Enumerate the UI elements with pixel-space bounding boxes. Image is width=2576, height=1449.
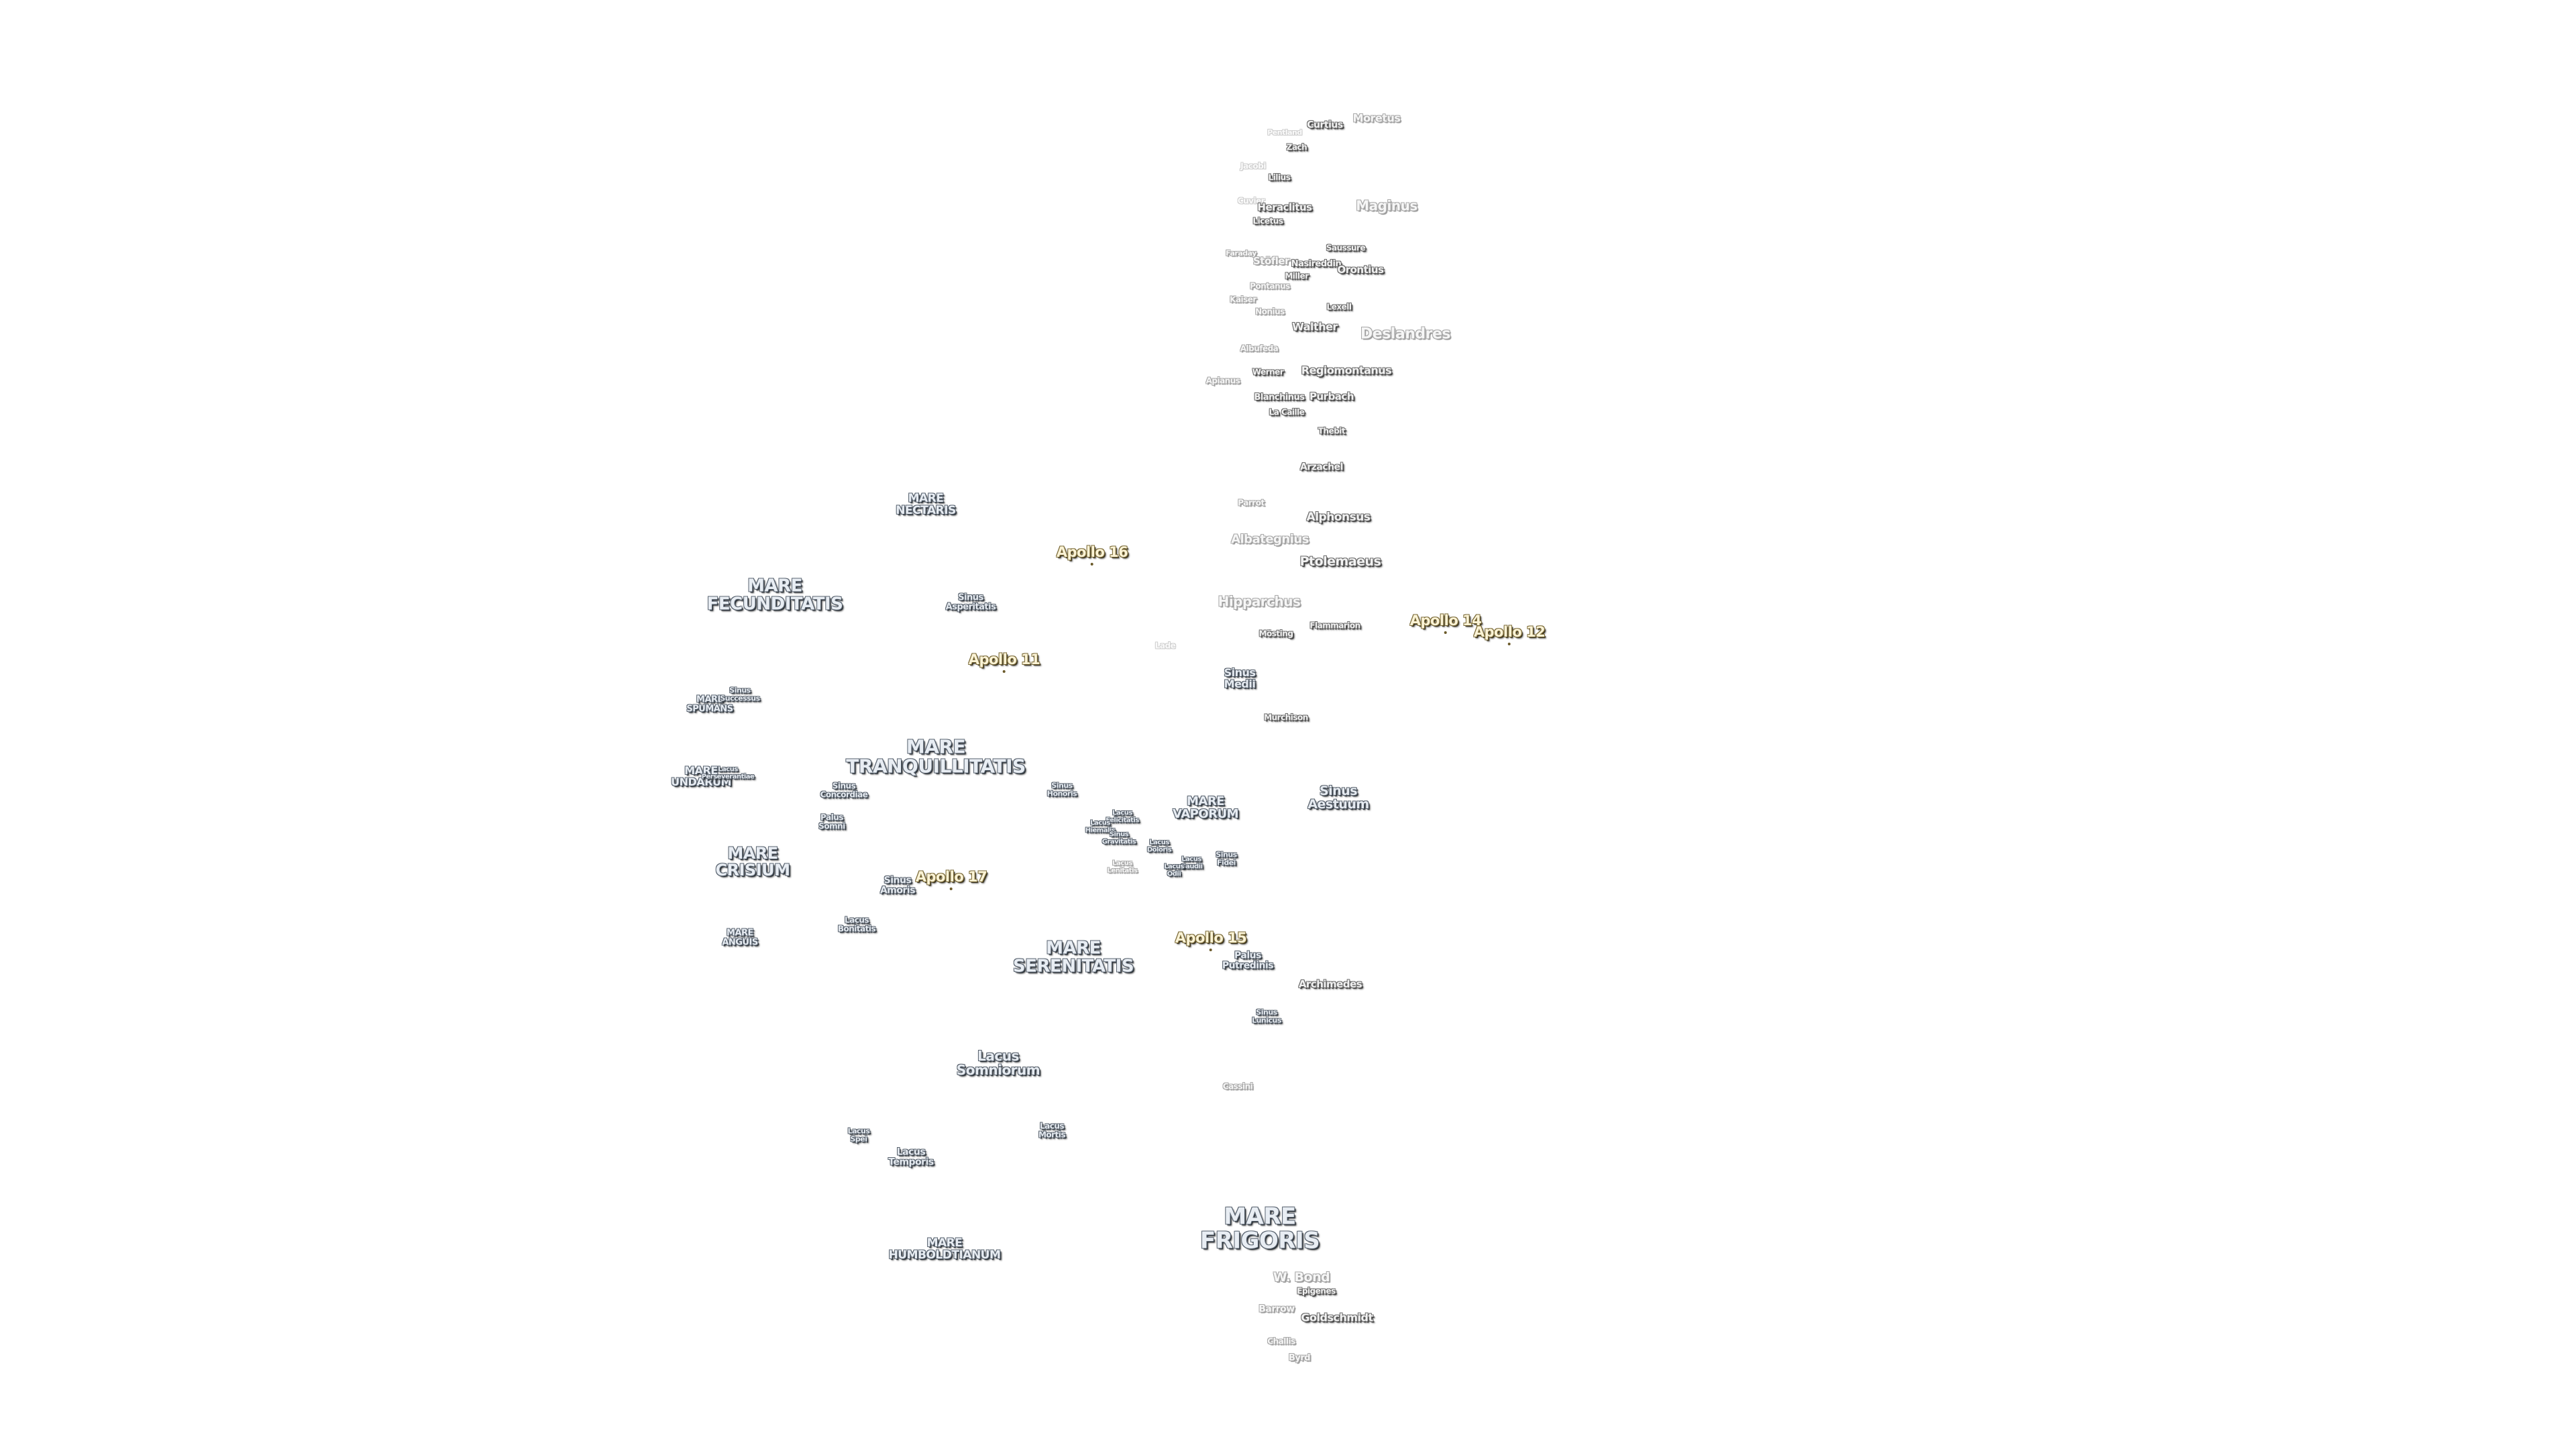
crater-jacobi-label: Jacobi xyxy=(1240,161,1266,171)
crater-flammarion-label: Flammarion xyxy=(1309,621,1360,631)
crater-werner-label: Werner xyxy=(1252,367,1284,377)
crater-alphonsus-label: Alphonsus xyxy=(1306,511,1371,525)
sinus-medii-label: Sinus Medii xyxy=(1224,666,1256,690)
crater-albategnius-label: Albategnius xyxy=(1231,532,1309,547)
mare-serenitatis-label: MARE SERENITATIS xyxy=(1012,938,1134,977)
mare-frigoris-label: MARE FRIGORIS xyxy=(1199,1203,1320,1254)
crater-saussure-label: Saussure xyxy=(1326,243,1366,253)
crater-pentland-label: Pentland xyxy=(1267,128,1302,138)
lacus-bonitatis-label: Lacus Bonitatis xyxy=(837,915,876,933)
sinus-gravitatis-label: Sinus Gravitatis xyxy=(1102,830,1136,845)
sinus-fidei-label: Sinus Fidei xyxy=(1216,850,1237,867)
palus-somni-label: Palus Somni xyxy=(818,812,845,830)
crater-nasireddin-label: Nasireddin xyxy=(1291,259,1342,270)
lacus-doloris-label: Lacus Doloris xyxy=(1146,839,1172,853)
lacus-spei-label: Lacus Spei xyxy=(847,1126,870,1143)
crater-curtius-label: Curtius xyxy=(1307,119,1343,131)
crater-stofler-label: Stöfler xyxy=(1252,255,1290,268)
crater-zach-label: Zach xyxy=(1286,142,1307,152)
lacus-lenitatis-label: Lacus Lenitatis xyxy=(1107,859,1138,874)
crater-lilius-label: Lilius xyxy=(1268,172,1291,182)
crater-arzachel-label: Arzachel xyxy=(1300,462,1343,473)
crater-moretus-label: Moretus xyxy=(1352,111,1401,125)
crater-parrot-label: Parrot xyxy=(1238,498,1265,508)
sinus-lunicus-label: Sinus Lunicus xyxy=(1252,1008,1281,1024)
mare-undarum-label: MARE UNDARUM xyxy=(671,764,731,788)
apollo-11-marker[interactable]: Apollo 11 xyxy=(968,651,1040,674)
crater-barrow-label: Barrow xyxy=(1258,1303,1295,1315)
crater-purbach-label: Purbach xyxy=(1309,390,1354,403)
crater-walther-label: Walther xyxy=(1292,320,1338,333)
sinus-honoris-label: Sinus Honoris xyxy=(1046,781,1077,798)
crater-mosting-label: Mösting xyxy=(1258,629,1293,639)
mare-nectaris-label: MARE NECTARIS xyxy=(896,492,956,517)
crater-heraclitus-label: Heraclitus xyxy=(1257,201,1312,214)
crater-nonius-label: Nonius xyxy=(1255,307,1285,317)
crater-licetus-label: Licetus xyxy=(1252,216,1283,226)
apollo-14-marker[interactable]: Apollo 14 xyxy=(1409,612,1482,635)
crater-la-caille-label: La Caille xyxy=(1269,407,1305,417)
crater-lexell-label: Lexell xyxy=(1326,302,1352,312)
lacus-hiemalis-label: Lacus Hiemalis xyxy=(1085,819,1116,834)
lacus-odii-label: Lacus Odii xyxy=(1164,863,1184,877)
lacus-perseverantiae-label: Lacus Perseverantiae xyxy=(701,765,755,780)
crater-maginus-label: Maginus xyxy=(1356,197,1417,214)
crater-epigenes-label: Epigenes xyxy=(1297,1286,1336,1296)
mare-anguis-label: MARE ANGUIS xyxy=(722,928,758,947)
crater-ptolemaeus-label: Ptolemaeus xyxy=(1299,554,1381,570)
crater-archimedes-label: Archimedes xyxy=(1298,978,1362,991)
apollo-16-marker[interactable]: Apollo 16 xyxy=(1056,543,1128,566)
sinus-successus-label: Sinus Successus xyxy=(720,686,760,702)
mare-crisium-label: MARE CRISIUM xyxy=(715,843,790,879)
lacus-gaudii-label: Lacus Gaudii xyxy=(1180,855,1203,870)
crater-blanchinus-label: Blanchinus xyxy=(1254,392,1305,403)
lacus-mortis-label: Lacus Mortis xyxy=(1038,1121,1066,1139)
mare-spumans-label: MARE SPUMANS xyxy=(686,694,733,714)
lacus-somniorum-label: Lacus Somniorum xyxy=(956,1048,1040,1078)
crater-goldschmidt-label: Goldschmidt xyxy=(1301,1311,1373,1324)
apollo-15-marker[interactable]: Apollo 15 xyxy=(1175,929,1247,952)
crater-thebit-label: Thebit xyxy=(1318,426,1346,436)
crater-regiomontanus-label: Regiomontanus xyxy=(1301,364,1392,377)
crater-cassini-label: Cassini xyxy=(1222,1081,1253,1091)
crater-w-bond-label: W. Bond xyxy=(1273,1270,1330,1285)
lacus-temporis-label: Lacus Temporis xyxy=(888,1146,934,1167)
lacus-felicitatis-label: Lacus Felicitatis xyxy=(1106,809,1139,824)
apollo-12-marker[interactable]: Apollo 12 xyxy=(1473,623,1546,646)
crater-pontanus-label: Pontanus xyxy=(1250,281,1290,291)
sinus-concordiae-label: Sinus Concordiae xyxy=(820,781,868,799)
crater-orontius-label: Orontius xyxy=(1337,264,1384,276)
mare-fecunditatis-label: MARE FECUNDITATIS xyxy=(706,576,843,614)
crater-albufeda-label: Albufeda xyxy=(1240,343,1279,354)
palus-putredinis-label: Palus Putredinis xyxy=(1222,950,1274,971)
apollo-17-marker[interactable]: Apollo 17 xyxy=(915,868,987,891)
crater-hipparchus-label: Hipparchus xyxy=(1218,593,1301,610)
sinus-asperitatis-label: Sinus Asperitatis xyxy=(945,592,996,612)
sinus-amoris-label: Sinus Amoris xyxy=(879,875,916,896)
crater-faraday-label: Faraday xyxy=(1226,249,1256,258)
crater-deslandres-label: Deslandres xyxy=(1360,325,1450,343)
mare-tranquillitatis-label: MARE TRANQUILLITATIS xyxy=(846,735,1026,777)
crater-kaiser-label: Kaiser xyxy=(1230,294,1256,305)
crater-murchison-label: Murchison xyxy=(1264,712,1308,722)
crater-cuvier-label: Cuvier xyxy=(1237,196,1265,206)
sinus-aestuum-label: Sinus Aestuum xyxy=(1307,784,1369,812)
mare-vaporum-label: MARE VAPORUM xyxy=(1172,794,1239,821)
crater-apianus-label: Apianus xyxy=(1205,376,1240,386)
crater-lade-label: Lade xyxy=(1155,641,1176,651)
mare-humboldtianum-label: MARE HUMBOLDTIANUM xyxy=(888,1236,1001,1262)
crater-byrd-label: Byrd xyxy=(1288,1353,1311,1364)
crater-challis-label: Challis xyxy=(1267,1336,1295,1346)
crater-miller-label: Miller xyxy=(1285,271,1309,281)
